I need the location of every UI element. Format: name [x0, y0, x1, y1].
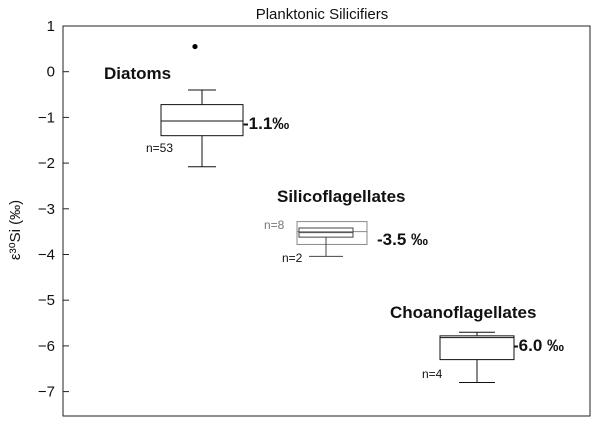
y-axis: 1 0 −1 −2 −3 −4 −5 −6 −7	[38, 18, 69, 401]
n-label-silicoflagellates-2: n=2	[282, 251, 303, 265]
y-tick-label-5: −4	[38, 247, 55, 264]
summary-label-diatoms: -1.1‰	[243, 114, 289, 133]
y-tick-label-8: −7	[38, 384, 55, 401]
chart-title: Planktonic Silicifiers	[256, 6, 389, 23]
plot-frame	[62, 25, 591, 417]
box-0-0	[160, 104, 244, 137]
group-label-choanoflagellates: Choanoflagellates	[390, 303, 536, 322]
y-tick-label-2: −1	[38, 109, 55, 126]
y-tick-label-1: 0	[47, 64, 55, 81]
n-label-silicoflagellates-1: n=8	[264, 218, 285, 232]
n-label-diatoms: n=53	[146, 141, 173, 155]
group-label-silicoflagellates: Silicoflagellates	[277, 187, 406, 206]
box-2-0	[439, 335, 515, 361]
y-tick-label-6: −5	[38, 292, 55, 309]
box-group	[160, 43, 515, 383]
outlier-0-0-0	[192, 43, 198, 50]
y-tick-label-0: 1	[47, 18, 55, 35]
y-tick-label-3: −2	[38, 155, 55, 172]
n-label-choanoflagellates: n=4	[422, 367, 443, 381]
y-tick-label-7: −6	[38, 338, 55, 355]
y-tick-label-4: −3	[38, 201, 55, 218]
box-1-0	[296, 221, 368, 245]
y-axis-label: ε³⁰Si (‰)	[7, 200, 24, 260]
group-label-diatoms: Diatoms	[104, 64, 171, 83]
summary-label-silicoflagellates: -3.5 ‰	[377, 230, 428, 249]
summary-label-choanoflagellates: -6.0 ‰	[513, 336, 564, 355]
